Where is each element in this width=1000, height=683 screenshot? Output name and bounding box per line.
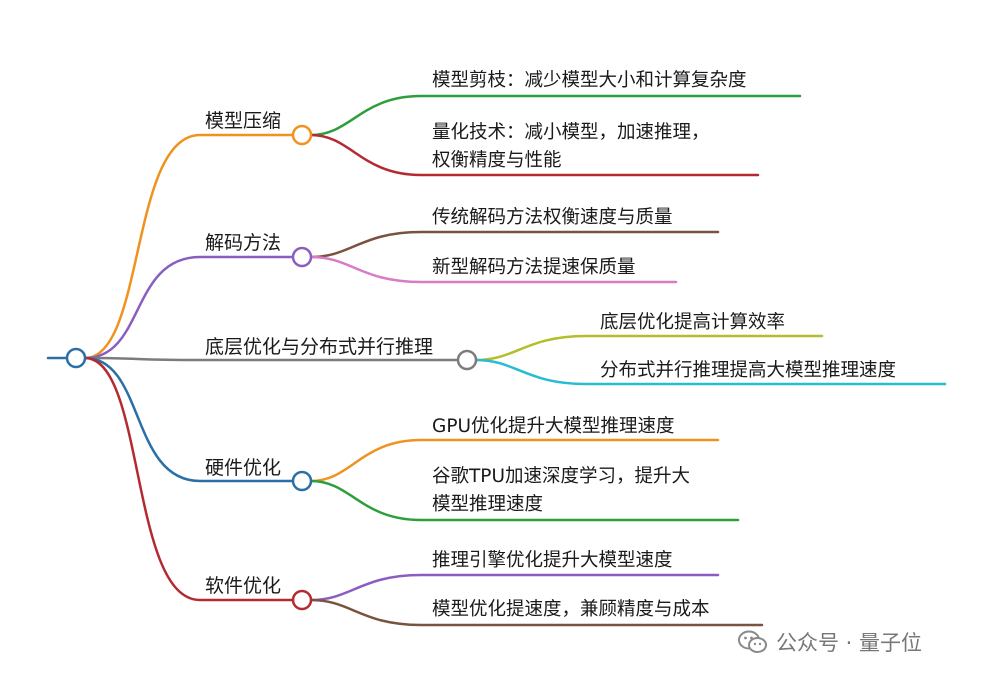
branch-connector — [83, 356, 295, 602]
leaf-pruning: 模型剪枝：减少模型大小和计算复杂度 — [432, 70, 747, 91]
branch-connector — [83, 356, 460, 362]
leaf-connector — [309, 438, 720, 483]
branch-node — [291, 246, 313, 268]
leaf-connector — [309, 255, 678, 284]
leaf-model-optimization: 模型优化提速度，兼顾精度与成本 — [432, 599, 710, 620]
leaf-tpu-line1: 谷歌TPU加速深度学习，提升大 — [432, 466, 690, 487]
leaf-connector — [474, 358, 947, 386]
branch-node — [291, 589, 313, 611]
leaf-tpu-line2: 模型推理速度 — [432, 494, 544, 515]
leaf-traditional-decoding: 传统解码方法权衡速度与质量 — [432, 207, 673, 228]
leaf-connector — [309, 133, 760, 177]
leaf-connector — [309, 94, 802, 137]
leaf-low-level: 底层优化提高计算效率 — [600, 312, 786, 333]
branch-label-low-level-distributed: 底层优化与分布式并行推理 — [205, 336, 434, 358]
leaf-quantization-line2: 权衡精度与性能 — [432, 150, 562, 171]
branch-node — [291, 470, 313, 492]
branch-label-decoding: 解码方法 — [205, 232, 282, 254]
leaf-new-decoding: 新型解码方法提速保质量 — [432, 257, 636, 278]
leaf-connector — [309, 479, 740, 522]
branch-label-software: 软件优化 — [205, 575, 282, 597]
leaf-quantization-line1: 量化技术：减小模型，加速推理， — [432, 122, 710, 143]
leaf-inference-engine: 推理引擎优化提升大模型速度 — [432, 550, 673, 571]
leaf-connector — [309, 598, 764, 627]
leaf-gpu: GPU优化提升大模型推理速度 — [432, 416, 675, 437]
watermark-text: 公众号 · 量子位 — [776, 631, 923, 655]
leaf-connector — [309, 230, 720, 259]
branch-node — [456, 349, 478, 371]
leaf-connector — [474, 334, 824, 362]
watermark: 公众号 · 量子位 — [738, 627, 922, 657]
branch-label-hardware: 硬件优化 — [205, 457, 282, 479]
leaf-connector — [309, 573, 720, 602]
leaf-distributed: 分布式并行推理提高大模型推理速度 — [600, 360, 897, 381]
wechat-icon — [738, 630, 767, 653]
branch-node — [291, 124, 313, 146]
branch-connector — [83, 356, 295, 483]
branch-connector — [83, 133, 295, 360]
branch-connector — [83, 255, 295, 360]
root-node — [65, 347, 87, 369]
branch-label-model-compression: 模型压缩 — [205, 110, 282, 132]
